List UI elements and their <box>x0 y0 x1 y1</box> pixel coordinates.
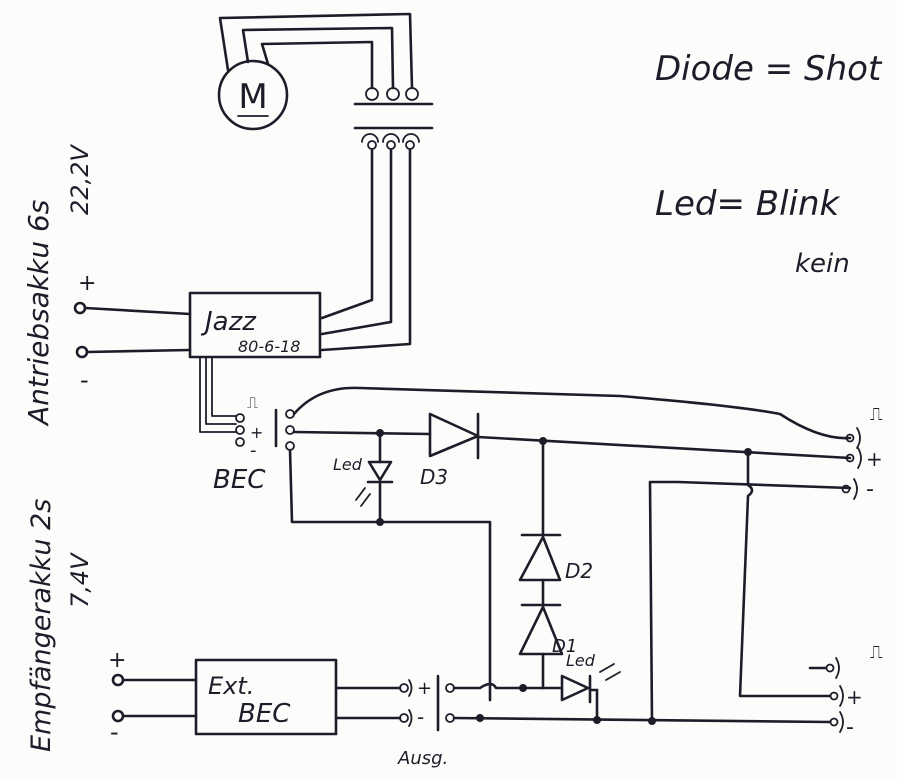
out-top-signal-label: ⎍ <box>870 404 883 425</box>
connector-sockets <box>361 133 420 143</box>
out-bottom-pin-signal <box>825 663 835 673</box>
note-led: Led= Blink <box>655 184 841 224</box>
plus-line-b <box>476 435 852 460</box>
motor-lead-3 <box>260 40 374 90</box>
out-bottom-plus-label: + <box>846 685 863 709</box>
d2-triangle <box>518 535 562 582</box>
drive-battery-label: Antriebsakku 6s <box>22 200 55 427</box>
rx-battery-minus: - <box>110 718 119 746</box>
bec-plus-label: + <box>250 423 263 442</box>
plus-line-a <box>292 430 432 436</box>
motor-lead-1 <box>218 12 414 90</box>
junction-bottom-minus-a <box>476 714 484 722</box>
led2-label: Led <box>566 651 596 670</box>
bec-minus-wire <box>288 448 492 702</box>
bec-lead-1 <box>199 356 237 433</box>
led2-triangle <box>560 674 590 702</box>
bec-pin-plus <box>235 425 245 435</box>
ext-out-pin-plus <box>399 683 409 693</box>
junction-bottom-minus-b <box>593 716 601 724</box>
led1-label: Led <box>333 455 363 474</box>
rx-battery-label-group: Empfängerakku 2s <box>26 499 57 752</box>
motor-wire-c <box>320 148 412 352</box>
out-bottom-pin-plus <box>829 691 839 701</box>
d2-label: D2 <box>565 559 593 583</box>
d1-label: D1 <box>552 636 577 657</box>
rx-battery-plus-terminal <box>111 673 125 687</box>
connector-pin-1 <box>365 87 379 101</box>
out-top-plus-label: + <box>866 447 883 471</box>
drive-battery-minus: - <box>80 366 89 394</box>
led2-light-arrows <box>599 663 621 681</box>
led1-light-arrows <box>355 487 371 507</box>
bec-pin-minus <box>235 437 245 447</box>
motor-lead-2 <box>241 26 395 90</box>
rx-battery-voltage: 7,4V <box>66 552 94 608</box>
bottom-plus-wire <box>452 682 562 690</box>
junction-bottom-minus-c <box>648 717 656 725</box>
bec-signal-label: ⎍ <box>247 393 258 412</box>
rx-battery-plus: + <box>108 648 126 673</box>
bec-lead-3 <box>211 356 237 417</box>
ext-out-pin-minus <box>399 713 409 723</box>
socket-2 <box>386 140 396 150</box>
out-bottom-pin-minus <box>829 717 839 727</box>
drive-battery-minus-terminal <box>75 345 89 359</box>
ext-out-plus-label: + <box>417 678 432 699</box>
junction-led1-bottom <box>376 518 384 526</box>
out-top-pin-minus <box>841 484 851 494</box>
drive-minus-wire <box>85 348 192 354</box>
bec-socket-plus <box>285 425 295 435</box>
drive-plus-wire <box>83 306 192 316</box>
out-top-minus-label: - <box>866 477 874 502</box>
connector-pin-3 <box>405 87 419 101</box>
motor-wire-a <box>320 148 374 320</box>
socket-1 <box>367 140 377 150</box>
connector-pin-2 <box>386 87 400 101</box>
socket-3 <box>405 140 415 150</box>
bec-pin-signal <box>235 413 245 423</box>
drive-battery-plus: + <box>78 271 96 296</box>
out-top-plugs <box>853 427 862 500</box>
d3-label: D3 <box>420 465 448 489</box>
ext-out-minus-label: - <box>417 705 424 729</box>
esc-model: 80-6-18 <box>238 337 300 356</box>
rx-battery-label: Empfängerakku 2s <box>26 499 57 752</box>
bec-lead-2 <box>205 356 237 425</box>
note-kein: kein <box>795 249 850 279</box>
ext-out-plugs <box>408 679 413 727</box>
rx-battery-voltage-group: 7,4V <box>66 552 94 608</box>
ext-bec-box <box>194 658 338 736</box>
led1-triangle <box>367 460 393 482</box>
bottom-minus-wire <box>452 716 832 724</box>
drive-battery-voltage: 22,2V <box>66 144 94 215</box>
drive-battery-plus-terminal <box>73 301 87 315</box>
bec-minus-label: - <box>250 440 257 461</box>
motor-label: M <box>238 77 267 117</box>
out-bottom-plugs <box>835 657 844 733</box>
ext-bec-line2: BEC <box>238 699 291 729</box>
plus-out-wire <box>738 450 832 698</box>
esc-name: Jazz <box>200 307 257 337</box>
out-bottom-signal-label: ⎍ <box>870 642 883 663</box>
drive-battery-voltage-group: 22,2V <box>66 144 94 215</box>
out-top-pin-plus <box>845 453 855 463</box>
out-top-pin-signal <box>845 433 855 443</box>
ext-bec-line1: Ext. <box>208 672 254 700</box>
ext-out-label: Ausg. <box>397 748 448 769</box>
signal-line-top <box>292 386 852 440</box>
junction-led1-top <box>376 429 384 437</box>
esc-box <box>188 291 322 359</box>
motor-symbol <box>217 59 289 131</box>
drive-battery-label-group: Antriebsakku 6s <box>22 200 55 427</box>
minus-out-wire <box>648 480 852 724</box>
motor-wire-b <box>320 148 393 336</box>
bec-label: BEC <box>213 465 266 495</box>
out-bottom-minus-label: - <box>846 715 854 740</box>
note-diode: Diode = Shot <box>655 49 883 89</box>
d1-triangle <box>518 605 564 656</box>
d3-triangle <box>428 412 480 458</box>
